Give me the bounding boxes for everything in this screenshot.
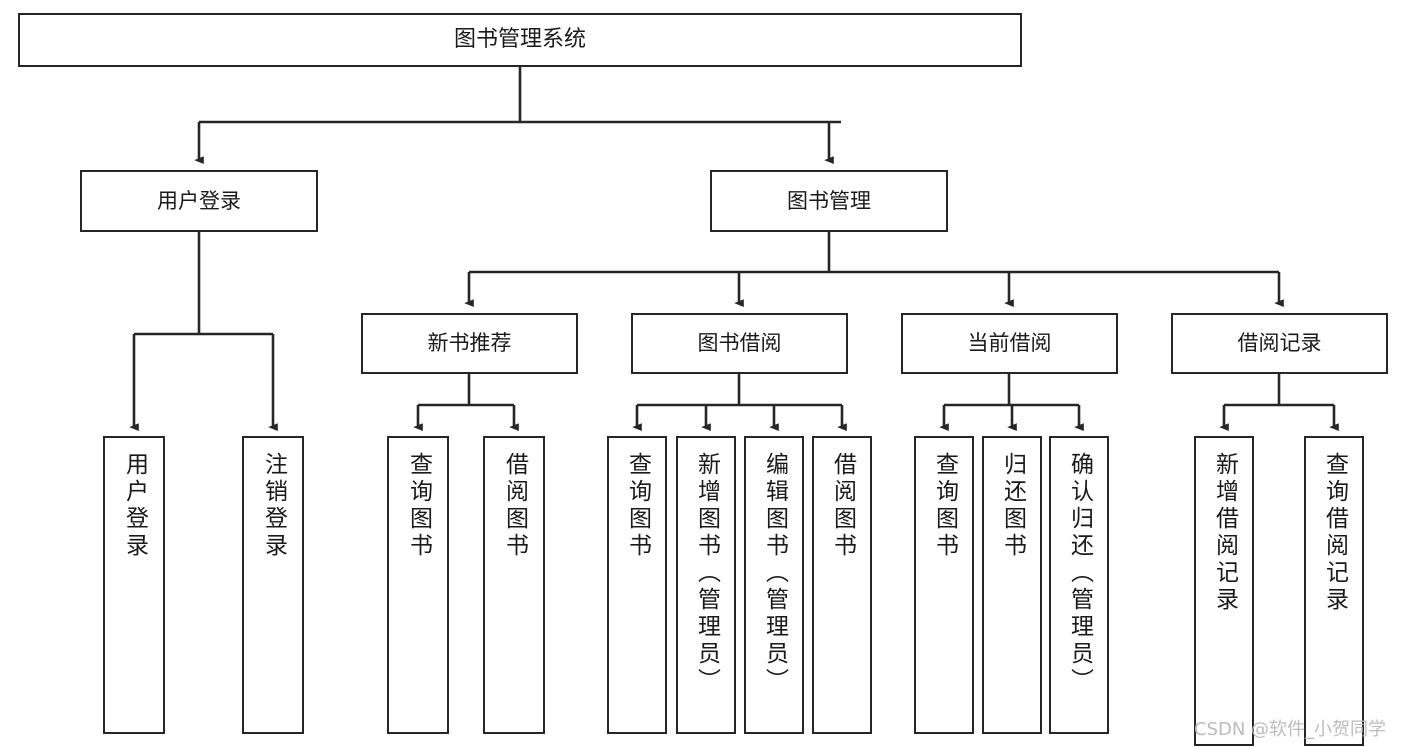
node-borrow-record[interactable]: 借阅记录	[1171, 313, 1388, 374]
leaf-query-book-a-label: 查询图书	[405, 452, 432, 560]
node-book-manage-label: 图书管理	[787, 188, 871, 213]
leaf-return-book[interactable]: 归还图书	[982, 436, 1042, 734]
leaf-query-book-a[interactable]: 查询图书	[387, 436, 449, 734]
leaf-add-record-label: 新增借阅记录	[1211, 452, 1238, 614]
node-root[interactable]: 图书管理系统	[18, 13, 1022, 67]
leaf-borrow-book-a-label: 借阅图书	[501, 452, 528, 560]
node-user-login[interactable]: 用户登录	[80, 170, 318, 232]
leaf-add-book[interactable]: 新增图书（管理员）	[676, 436, 736, 734]
leaf-user-login-label: 用户登录	[121, 452, 148, 560]
leaf-edit-book-label: 编辑图书（管理员）	[761, 452, 788, 695]
leaf-add-record[interactable]: 新增借阅记录	[1194, 436, 1254, 746]
leaf-edit-book[interactable]: 编辑图书（管理员）	[744, 436, 804, 734]
leaf-query-book-b-label: 查询图书	[624, 452, 651, 560]
leaf-query-book-c[interactable]: 查询图书	[914, 436, 974, 734]
leaf-logout[interactable]: 注销登录	[242, 436, 304, 734]
leaf-borrow-book-b[interactable]: 借阅图书	[812, 436, 872, 734]
node-book-borrow-label: 图书借阅	[697, 331, 782, 356]
leaf-add-book-label: 新增图书（管理员）	[693, 452, 720, 695]
node-new-book-recommend-label: 新书推荐	[427, 331, 512, 356]
node-root-label: 图书管理系统	[453, 27, 586, 53]
leaf-query-record-label: 查询借阅记录	[1321, 452, 1348, 614]
node-current-borrow-label: 当前借阅	[967, 331, 1052, 356]
node-book-manage[interactable]: 图书管理	[710, 170, 948, 232]
leaf-query-book-b[interactable]: 查询图书	[607, 436, 667, 734]
leaf-logout-label: 注销登录	[260, 452, 287, 560]
leaf-confirm-return-label: 确认归还（管理员）	[1066, 452, 1093, 695]
node-user-login-label: 用户登录	[157, 188, 241, 213]
leaf-borrow-book-a[interactable]: 借阅图书	[483, 436, 545, 734]
leaf-query-record[interactable]: 查询借阅记录	[1304, 436, 1364, 746]
node-book-borrow[interactable]: 图书借阅	[631, 313, 848, 374]
leaf-borrow-book-b-label: 借阅图书	[829, 452, 856, 560]
leaf-return-book-label: 归还图书	[999, 452, 1026, 560]
leaf-query-book-c-label: 查询图书	[931, 452, 958, 560]
node-new-book-recommend[interactable]: 新书推荐	[361, 313, 578, 374]
leaf-user-login[interactable]: 用户登录	[103, 436, 165, 734]
node-current-borrow[interactable]: 当前借阅	[901, 313, 1118, 374]
node-borrow-record-label: 借阅记录	[1237, 331, 1322, 356]
leaf-confirm-return[interactable]: 确认归还（管理员）	[1049, 436, 1109, 734]
